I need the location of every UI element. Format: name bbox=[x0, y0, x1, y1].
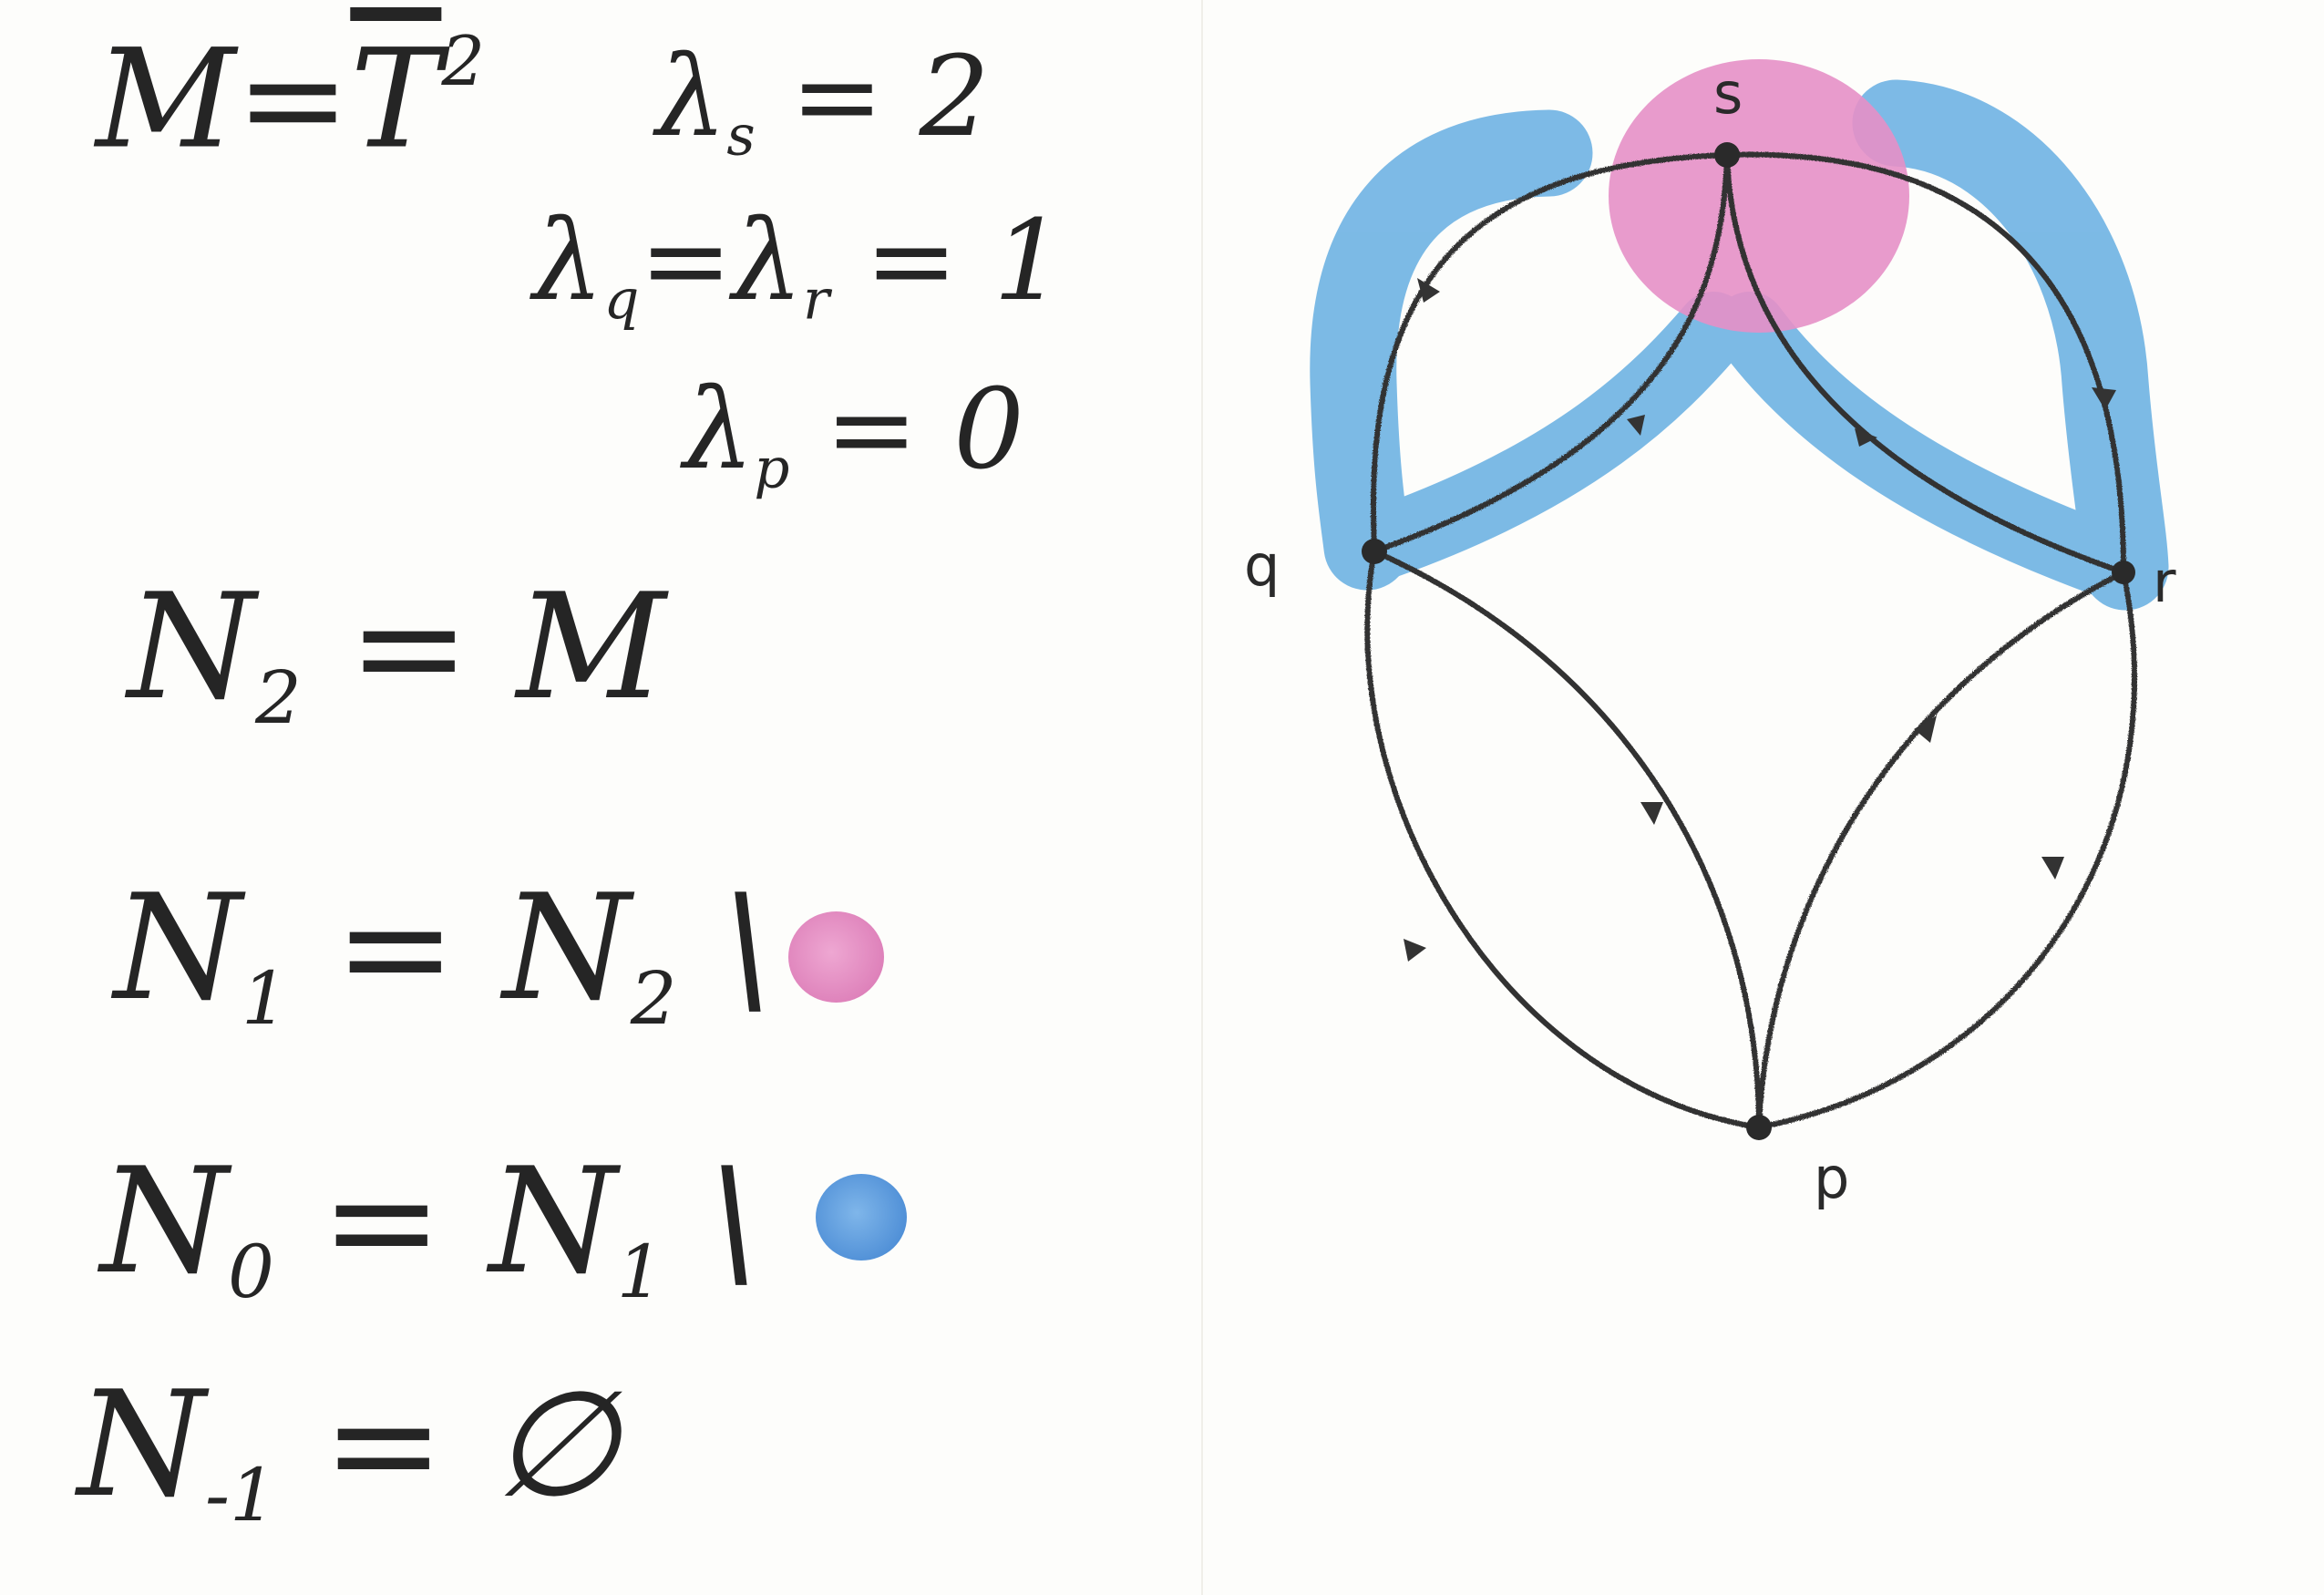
arrowhead bbox=[1417, 278, 1440, 303]
arrowhead bbox=[1914, 715, 1937, 743]
vertex-label-r: r bbox=[2153, 549, 2176, 615]
arrowhead bbox=[1404, 939, 1426, 962]
pink-legend-dot bbox=[788, 911, 884, 1003]
vertex-q bbox=[1362, 539, 1387, 564]
edge-q-p-inner bbox=[1372, 549, 1762, 1130]
vertex-label-p: p bbox=[1814, 1145, 1850, 1211]
n2-equation: N2 = M bbox=[128, 561, 666, 740]
lambda-p-equation: λp = 0 bbox=[684, 365, 1024, 501]
vertex-r bbox=[2112, 561, 2135, 584]
arrowheads bbox=[1404, 278, 2116, 962]
arrowhead bbox=[1640, 802, 1663, 825]
edge-q-p-outer bbox=[1364, 549, 1762, 1130]
edge-s-q-inner bbox=[1372, 152, 1730, 554]
blue-band-right-inner bbox=[1713, 292, 2142, 597]
pink-region-s bbox=[1609, 59, 1909, 333]
edge-r-p-inner bbox=[1756, 570, 2126, 1130]
edge-s-r-inner bbox=[1724, 152, 2126, 575]
manifold-equation: M=T2 bbox=[96, 20, 486, 180]
vertex-label-q: q bbox=[1244, 532, 1280, 599]
n1-equation: N1 = N2 \ bbox=[114, 862, 773, 1041]
arrowhead bbox=[1855, 428, 1877, 447]
blue-legend-dot bbox=[816, 1174, 907, 1261]
lambda-qr-equation: λq=λr = 1 bbox=[533, 196, 1064, 333]
n0-equation: N0 = N1 \ bbox=[100, 1136, 759, 1314]
arrowhead bbox=[2041, 857, 2064, 880]
vertex-s bbox=[1714, 142, 1740, 168]
edge-s-q-outer bbox=[1371, 152, 1730, 550]
blue-band-group bbox=[1310, 79, 2169, 611]
edge-r-p-outer bbox=[1756, 570, 2137, 1130]
arrowhead bbox=[1627, 415, 1645, 436]
lambda-s-equation: λs = 2 bbox=[656, 32, 991, 169]
n-minus1-equation: N-1 = ∅ bbox=[77, 1359, 619, 1538]
arrowhead bbox=[2092, 387, 2116, 410]
vertex-label-s: s bbox=[1713, 60, 1743, 127]
vertex-p bbox=[1746, 1115, 1772, 1140]
blue-band-left bbox=[1310, 109, 1593, 591]
vertices bbox=[1362, 142, 2135, 1140]
edges bbox=[1364, 151, 2137, 1130]
fold-line bbox=[1201, 0, 1203, 1595]
edge-s-r-outer bbox=[1724, 151, 2126, 572]
blue-band-left-inner bbox=[1349, 292, 1750, 579]
